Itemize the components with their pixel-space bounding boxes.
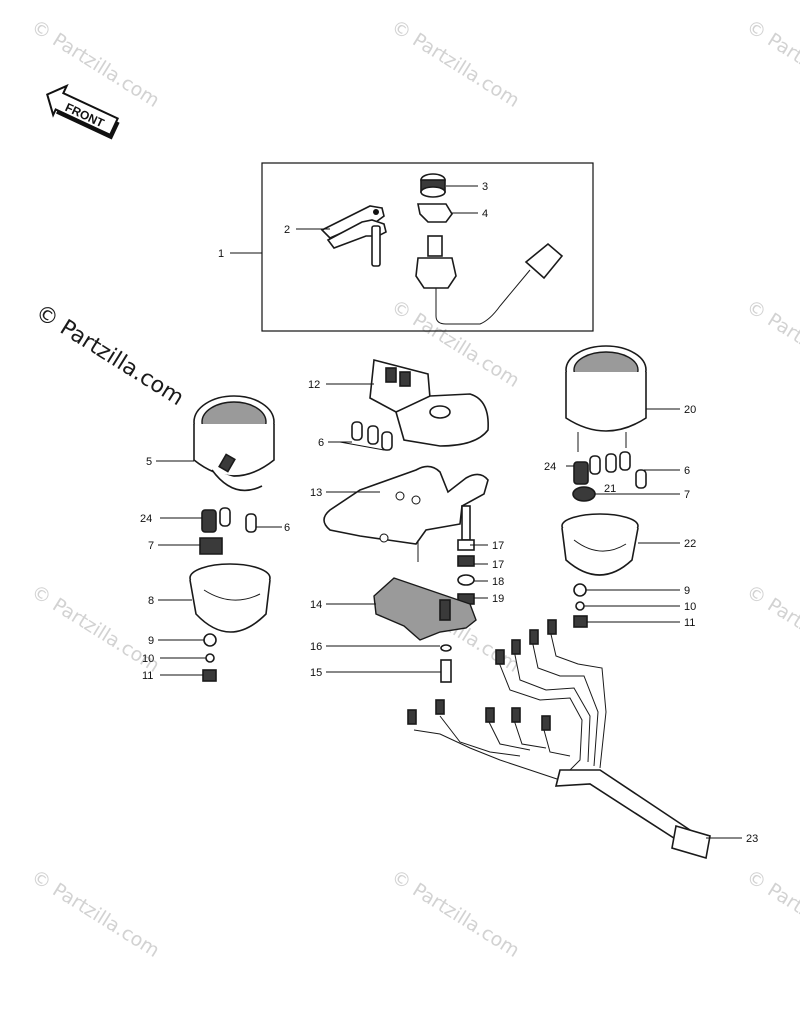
- lower-bracket: [373, 577, 477, 641]
- callout-4: 4: [482, 208, 488, 220]
- bracket-washer: [440, 644, 452, 652]
- right-bulb: [605, 453, 617, 473]
- watermark-text: © Partzilla.com: [742, 16, 800, 112]
- right-bulb: [635, 469, 647, 489]
- watermark-main: © Partzilla.com: [31, 300, 188, 411]
- watermark-text: © Partzilla.com: [742, 296, 800, 392]
- callout-23: 23: [746, 833, 758, 845]
- ignition-nut: [420, 173, 446, 198]
- indicator-housing: [369, 358, 489, 447]
- callout-15: 15: [310, 667, 322, 679]
- callout-7: 7: [684, 489, 690, 501]
- watermark-text: © Partzilla.com: [742, 866, 800, 962]
- callout-8: 8: [148, 595, 154, 607]
- center-washer: [457, 574, 475, 586]
- right-bulb: [589, 455, 601, 475]
- callout-10: 10: [684, 601, 696, 613]
- callout-19: 19: [492, 593, 504, 605]
- left-meter: [193, 395, 275, 492]
- meter-bracket-plate: [323, 465, 489, 545]
- watermark-text: © Partzilla.com: [742, 581, 800, 677]
- right-bulb: [619, 451, 631, 471]
- right-washer: [573, 583, 587, 597]
- ignition-switch-box: [261, 162, 594, 332]
- left-bulb: [245, 513, 257, 533]
- leader-lines: [156, 185, 742, 839]
- callout-18: 18: [492, 576, 504, 588]
- ignition-switch: [415, 235, 564, 325]
- callout-24: 24: [544, 461, 556, 473]
- callout-24: 24: [140, 513, 152, 525]
- callout-2: 2: [284, 224, 290, 236]
- callout-13: 13: [310, 487, 322, 499]
- front-arrow-icon: FRONT: [46, 83, 120, 140]
- callout-1: 1: [218, 248, 224, 260]
- center-bulb: [381, 431, 393, 451]
- callout-20: 20: [684, 404, 696, 416]
- callout-11: 11: [684, 617, 695, 629]
- callout-9: 9: [148, 635, 154, 647]
- callout-5: 5: [146, 456, 152, 468]
- callout-14: 14: [310, 599, 322, 611]
- right-grommet: [572, 486, 596, 502]
- left-meter-case: [189, 563, 271, 633]
- callout-22: 22: [684, 538, 696, 550]
- center-bulb: [351, 421, 363, 441]
- callout-6: 6: [684, 465, 690, 477]
- right-meter-case: [561, 513, 639, 576]
- right-lock-washer: [575, 601, 585, 611]
- callout-11: 11: [142, 670, 153, 682]
- left-lock-washer: [205, 653, 215, 663]
- center-stud: [461, 505, 471, 541]
- watermark-text: © Partzilla.com: [387, 16, 523, 112]
- left-grommet: [199, 537, 223, 555]
- left-washer: [203, 633, 217, 647]
- callout-labels: 1 2 3 4 5 24 6 7 8 9 10 11 12 6 13 14 16…: [140, 181, 758, 845]
- left-nut: [202, 669, 217, 682]
- callout-7: 7: [148, 540, 154, 552]
- bracket-bolt: [440, 659, 452, 683]
- left-bulb-socket: [201, 509, 217, 533]
- watermark-text: © Partzilla.com: [387, 866, 523, 962]
- right-meter: [565, 345, 647, 452]
- right-bulb-socket: [573, 461, 589, 485]
- watermark-text: © Partzilla.com: [27, 866, 163, 962]
- callout-12: 12: [308, 379, 320, 391]
- ignition-keys: [320, 205, 387, 267]
- callout-9: 9: [684, 585, 690, 597]
- callout-10: 10: [142, 653, 154, 665]
- callout-17: 17: [492, 559, 504, 571]
- callout-6: 6: [318, 437, 324, 449]
- ignition-bracket: [417, 203, 453, 223]
- center-nut: [457, 555, 475, 567]
- callout-16: 16: [310, 641, 322, 653]
- callout-17: 17: [492, 540, 504, 552]
- center-bulb: [367, 425, 379, 445]
- callout-21: 21: [604, 483, 616, 495]
- left-bulb: [219, 507, 231, 527]
- right-nut: [573, 615, 588, 628]
- wiring-harness: [407, 619, 711, 860]
- callout-3: 3: [482, 181, 488, 193]
- callout-6: 6: [284, 522, 290, 534]
